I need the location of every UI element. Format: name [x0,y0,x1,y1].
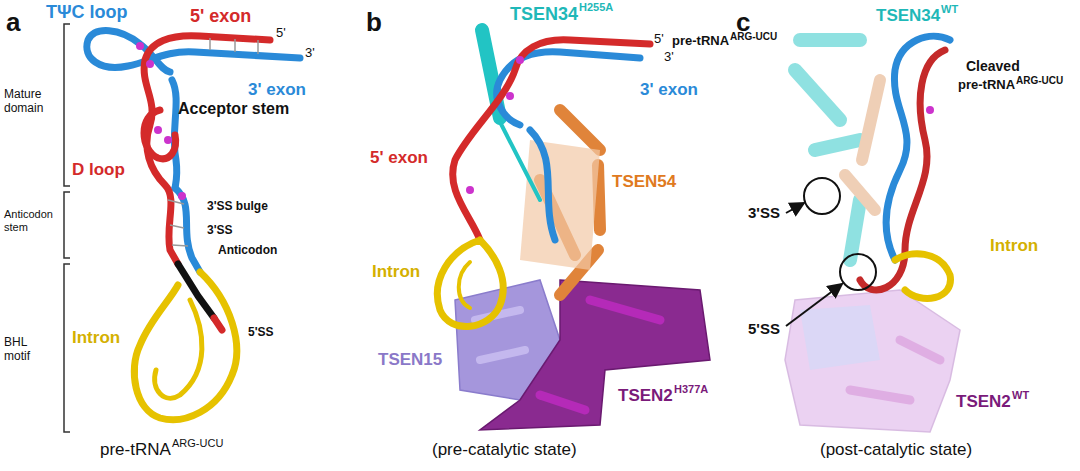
label: 3' exon [248,80,306,100]
superscript-label: WT [941,3,958,16]
label: D loop [72,160,125,180]
label: TSEN15 [378,350,442,370]
label: pre-tRNA [100,440,171,460]
metal-ion [926,106,934,114]
label: 5' exon [370,148,428,168]
label: 3'SS [207,224,233,238]
superscript-label: H377A [674,383,708,396]
label: Anticodon [218,244,277,258]
domain-bracket [64,24,70,432]
base-pair [168,38,258,246]
label: (post-catalytic state) [820,440,972,460]
label: 3' [664,50,674,65]
label: 5' exon [190,6,251,27]
trna-ribbon [860,36,950,298]
label: 3'SS [748,204,780,221]
label: 5'SS [748,320,780,337]
label: Anticodon stem [4,208,62,233]
label: TΨC loop [46,2,128,23]
superscript-label: WT [1012,389,1029,402]
label: Intron [72,328,120,348]
label: c [736,8,750,38]
label: 5' [654,32,664,47]
label: (pre-catalytic state) [432,440,577,460]
label: Mature domain [4,88,60,116]
label: 3' [305,46,315,61]
label: a [6,8,20,38]
protein-model [785,40,960,432]
label: Intron [990,236,1038,256]
label: 5'SS [248,326,274,340]
protein-model [455,30,710,430]
superscript-label: H255A [579,1,613,14]
label: pre-tRNA [958,78,1015,93]
superscript-label: ARG-UCU [172,437,223,450]
label: TSEN2 [618,386,673,406]
label: b [366,8,382,38]
label: Cleaved [966,58,1020,74]
label: TSEN34 [876,6,940,26]
label: Acceptor stem [178,100,289,118]
leader-arrow [786,203,842,326]
label: pre-tRNA [672,34,729,49]
superscript-label: ARG-UCU [1016,75,1063,87]
label: 3' exon [640,80,698,100]
metal-ion [136,42,186,200]
label: TSEN54 [612,172,676,192]
label: 5' [276,26,286,41]
label: Intron [372,262,420,282]
label: TSEN2 [956,392,1011,412]
site-circle [804,178,876,290]
label: BHL motif [4,336,44,364]
label: TSEN34 [510,4,578,25]
metal-ion [466,56,524,194]
label: 3'SS bulge [207,200,268,214]
